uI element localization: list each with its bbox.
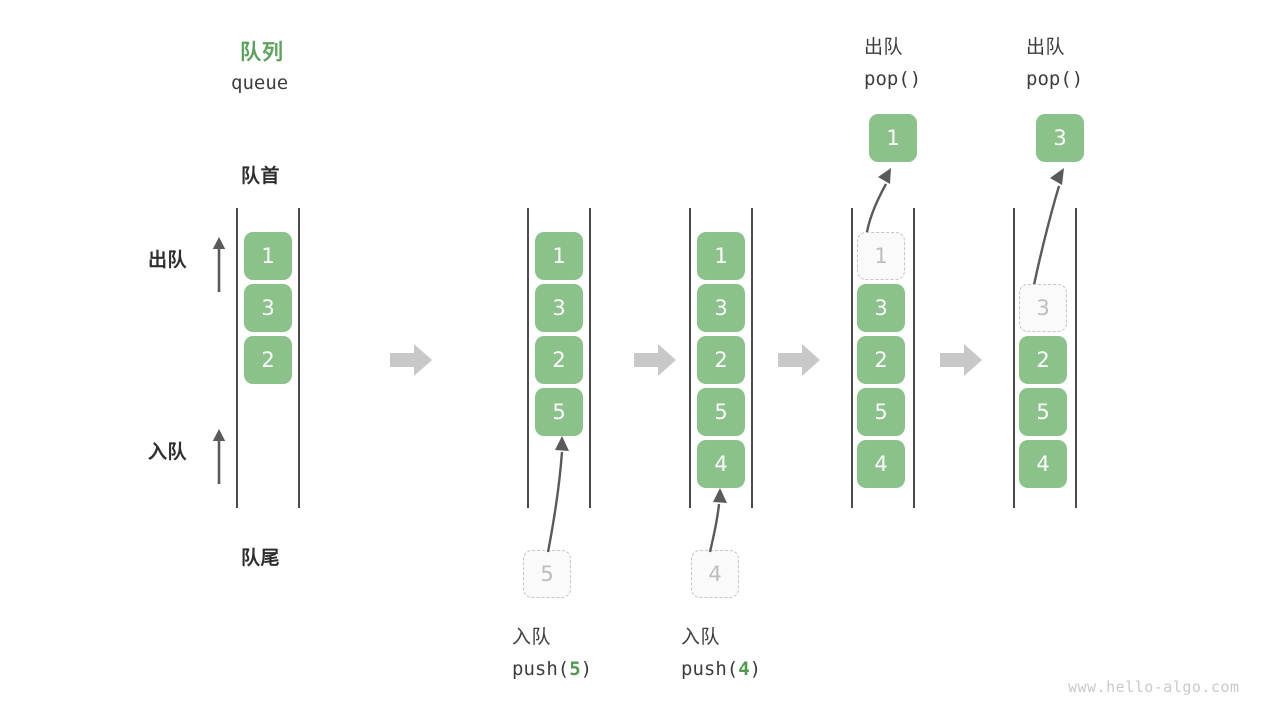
- incoming-element: 4: [691, 550, 739, 598]
- enqueue-direction-label: 入队: [148, 442, 188, 463]
- push-caption-cn: 入队: [512, 627, 552, 648]
- queue-cell: 1: [244, 232, 292, 280]
- popped-element: 1: [869, 114, 917, 162]
- rail-right: [913, 208, 915, 508]
- queue-cell: 5: [1019, 388, 1067, 436]
- queue-cell: 5: [697, 388, 745, 436]
- queue-cell: 1: [697, 232, 745, 280]
- pop-caption-cn: 出队: [864, 37, 904, 58]
- queue-cell: 5: [857, 388, 905, 436]
- queue-cell: 2: [1019, 336, 1067, 384]
- queue-cell: 3: [244, 284, 292, 332]
- step-transition-arrow-icon: [634, 344, 676, 376]
- push-caption-code-arg: 4: [738, 658, 750, 680]
- push-caption-code-arg: 5: [569, 658, 581, 680]
- rail-right: [589, 208, 591, 508]
- rail-left: [1013, 208, 1015, 508]
- rail-left: [851, 208, 853, 508]
- rear-label: 队尾: [241, 548, 281, 569]
- watermark: www.hello-algo.com: [1068, 678, 1240, 696]
- queue-cell: 2: [244, 336, 292, 384]
- queue-cell: 2: [697, 336, 745, 384]
- incoming-element: 5: [523, 550, 571, 598]
- push-caption-code-prefix: push(: [681, 658, 739, 680]
- push-caption-code-suffix: ): [580, 658, 593, 680]
- rail-right: [298, 208, 300, 508]
- queue-cell-new: 4: [697, 440, 745, 488]
- queue-cell: 1: [535, 232, 583, 280]
- diagram-title-en: queue: [231, 72, 289, 94]
- queue-cell: 3: [535, 284, 583, 332]
- enqueue-direction-arrow-icon: [212, 429, 226, 484]
- queue-cell: 3: [697, 284, 745, 332]
- diagram-title-cn: 队列: [240, 41, 284, 64]
- rail-left: [689, 208, 691, 508]
- step-transition-arrow-icon: [778, 344, 820, 376]
- queue-cell: 4: [1019, 440, 1067, 488]
- queue-cell-new: 5: [535, 388, 583, 436]
- pop-motion-arrow-icon: [1031, 168, 1064, 291]
- queue-cell: 3: [857, 284, 905, 332]
- queue-cell: 2: [535, 336, 583, 384]
- push-caption-code: push(5): [512, 658, 592, 680]
- queue-cell-vacated: 3: [1019, 284, 1067, 332]
- front-label: 队首: [241, 166, 281, 187]
- rail-right: [1075, 208, 1077, 508]
- popped-element: 3: [1036, 114, 1084, 162]
- push-caption-code-suffix: ): [749, 658, 762, 680]
- push-caption-code-prefix: push(: [512, 658, 570, 680]
- step-transition-arrow-icon: [940, 344, 982, 376]
- queue-cell: 4: [857, 440, 905, 488]
- pop-caption-code: pop(): [864, 68, 922, 90]
- rail-left: [236, 208, 238, 508]
- rail-right: [751, 208, 753, 508]
- queue-cell: 2: [857, 336, 905, 384]
- pop-caption-code: pop(): [1026, 68, 1084, 90]
- pop-caption-cn: 出队: [1026, 37, 1066, 58]
- push-motion-arrow-icon: [546, 436, 569, 553]
- queue-cell-vacated: 1: [857, 232, 905, 280]
- push-caption-code: push(4): [681, 658, 761, 680]
- pop-motion-arrow-icon: [864, 168, 891, 239]
- dequeue-direction-label: 出队: [148, 250, 188, 271]
- push-caption-cn: 入队: [681, 627, 721, 648]
- dequeue-direction-arrow-icon: [212, 237, 226, 292]
- push-motion-arrow-icon: [708, 488, 727, 553]
- rail-left: [527, 208, 529, 508]
- step-transition-arrow-icon: [390, 344, 432, 376]
